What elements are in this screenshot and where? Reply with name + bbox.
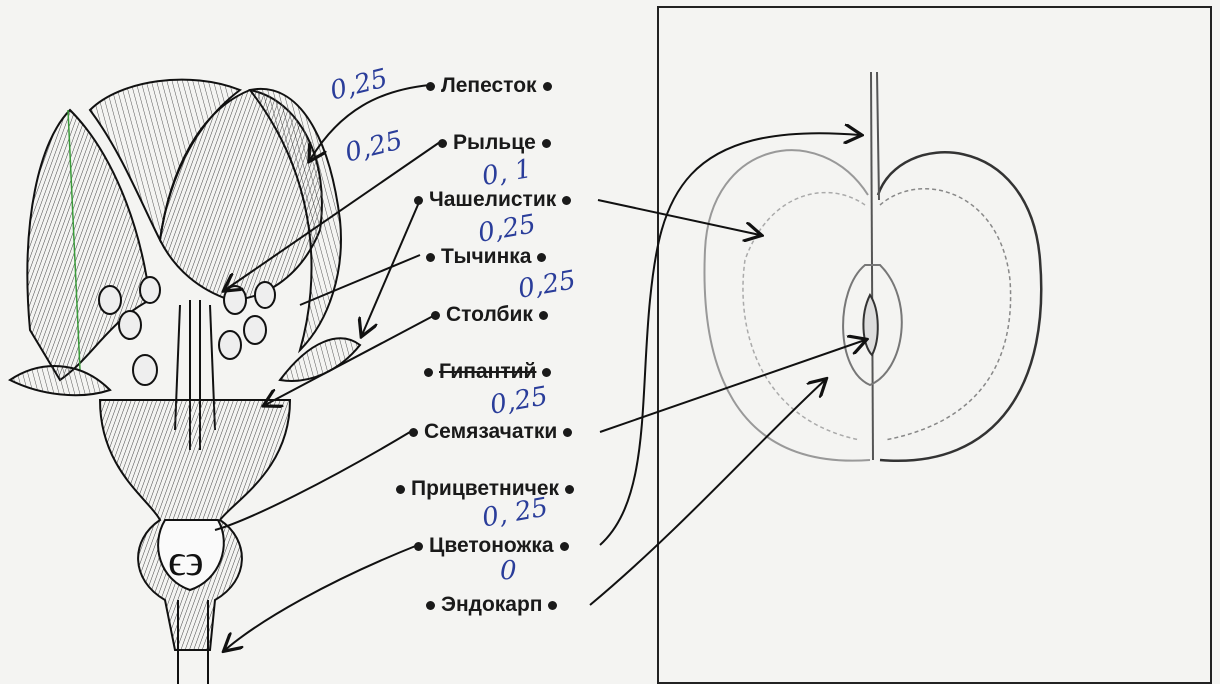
- bullet-dot-icon: [414, 542, 423, 551]
- label-stolbik: Столбик: [425, 303, 554, 327]
- bullet-dot-icon: [542, 368, 551, 377]
- arrow-chashelistik: [598, 200, 760, 235]
- label-text: Эндокарп: [441, 593, 542, 616]
- arrow-semyazachatki: [600, 340, 865, 432]
- label-text: Тычинка: [441, 245, 531, 268]
- label-pricvetnichek: Прицветничек: [390, 477, 580, 501]
- bullet-dot-icon: [396, 485, 405, 494]
- bullet-dot-icon: [539, 311, 548, 320]
- bullet-dot-icon: [426, 253, 435, 262]
- arrow-cvetonozhka: [225, 545, 418, 650]
- label-cvetonozhka: Цветоножка: [408, 534, 575, 558]
- arrow-endokarp: [590, 380, 825, 605]
- score-endokarp: 0: [500, 556, 517, 586]
- bullet-dot-icon: [424, 368, 433, 377]
- label-endokarp: Эндокарп: [420, 593, 563, 617]
- label-semyazachatki: Семязачатки: [403, 420, 578, 444]
- label-gipantiy: Гипантий: [418, 360, 557, 384]
- label-text: Цветоножка: [429, 534, 554, 557]
- bullet-dot-icon: [426, 82, 435, 91]
- label-rylce: Рыльце: [432, 131, 557, 155]
- label-text: Лепесток: [441, 74, 537, 97]
- bullet-dot-icon: [543, 82, 552, 91]
- bullet-dot-icon: [438, 139, 447, 148]
- bullet-dot-icon: [565, 485, 574, 494]
- arrow-cvetonozhka-apple: [600, 133, 860, 545]
- bullet-dot-icon: [537, 253, 546, 262]
- label-lepestok: Лепесток: [420, 74, 558, 98]
- label-chashelistik: Чашелистик: [408, 188, 577, 212]
- label-text: Чашелистик: [429, 188, 556, 211]
- bullet-dot-icon: [409, 428, 418, 437]
- label-text: Рыльце: [453, 131, 536, 154]
- bullet-dot-icon: [563, 428, 572, 437]
- bullet-dot-icon: [542, 139, 551, 148]
- line-semyazachatki: [215, 432, 410, 530]
- label-text: Семязачатки: [424, 420, 557, 443]
- label-tychinka: Тычинка: [420, 245, 552, 269]
- bullet-dot-icon: [560, 542, 569, 551]
- bullet-dot-icon: [426, 601, 435, 610]
- line-tychinka: [300, 255, 420, 305]
- label-text: Гипантий: [439, 360, 536, 383]
- bullet-dot-icon: [562, 196, 571, 205]
- bullet-dot-icon: [431, 311, 440, 320]
- bullet-dot-icon: [548, 601, 557, 610]
- arrow-stolbik: [265, 315, 435, 405]
- label-text: Столбик: [446, 303, 533, 326]
- bullet-dot-icon: [414, 196, 423, 205]
- arrow-rylce: [225, 142, 440, 290]
